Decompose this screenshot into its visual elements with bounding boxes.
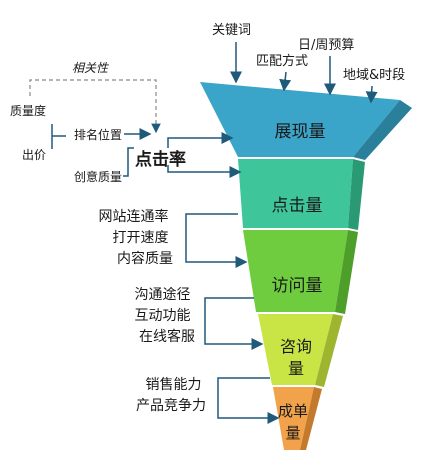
- stage-label-inquiries: 咨询量: [280, 337, 312, 378]
- label-bid: 出价: [22, 148, 46, 162]
- funnel-stage-inquiries: [258, 314, 333, 385]
- funnel-stage-impressions: [200, 82, 400, 157]
- funnel-stage-deals: [273, 387, 314, 450]
- stage-label-clicks: 点击量: [272, 196, 323, 216]
- funnel-side-face: [353, 100, 412, 160]
- funnel-side-face: [300, 387, 322, 450]
- label-ctr: 点击率: [135, 149, 186, 170]
- label-budget: 日/周预算: [298, 38, 354, 53]
- label-creative: 创意质量: [74, 169, 122, 184]
- funnel-side-face: [335, 230, 358, 314]
- funnel-side-face: [348, 159, 365, 230]
- funnel-stage-clicks: [238, 159, 353, 228]
- label-rank: 排名位置: [74, 127, 122, 142]
- stage-label-visits: 访问量: [272, 276, 323, 296]
- label-quality-score: 质量度: [10, 103, 46, 118]
- stage-label-deals: 成单量: [278, 402, 308, 442]
- deal-factors: 销售能力 产品竞争力: [136, 377, 206, 414]
- funnel-stage-visits: [243, 230, 348, 312]
- label-match-type: 匹配方式: [256, 53, 308, 69]
- label-related: 相关性: [72, 61, 109, 75]
- inquiry-factors: 沟通途径 互动功能 在线客服: [135, 286, 195, 345]
- funnel-side-face: [315, 314, 343, 387]
- label-region-time: 地域&时段: [343, 68, 405, 83]
- stage-label-impressions: 展现量: [275, 122, 326, 142]
- label-keyword: 关键词: [212, 23, 251, 38]
- visit-factors: 网站连通率 打开速度 内容质量: [99, 208, 173, 267]
